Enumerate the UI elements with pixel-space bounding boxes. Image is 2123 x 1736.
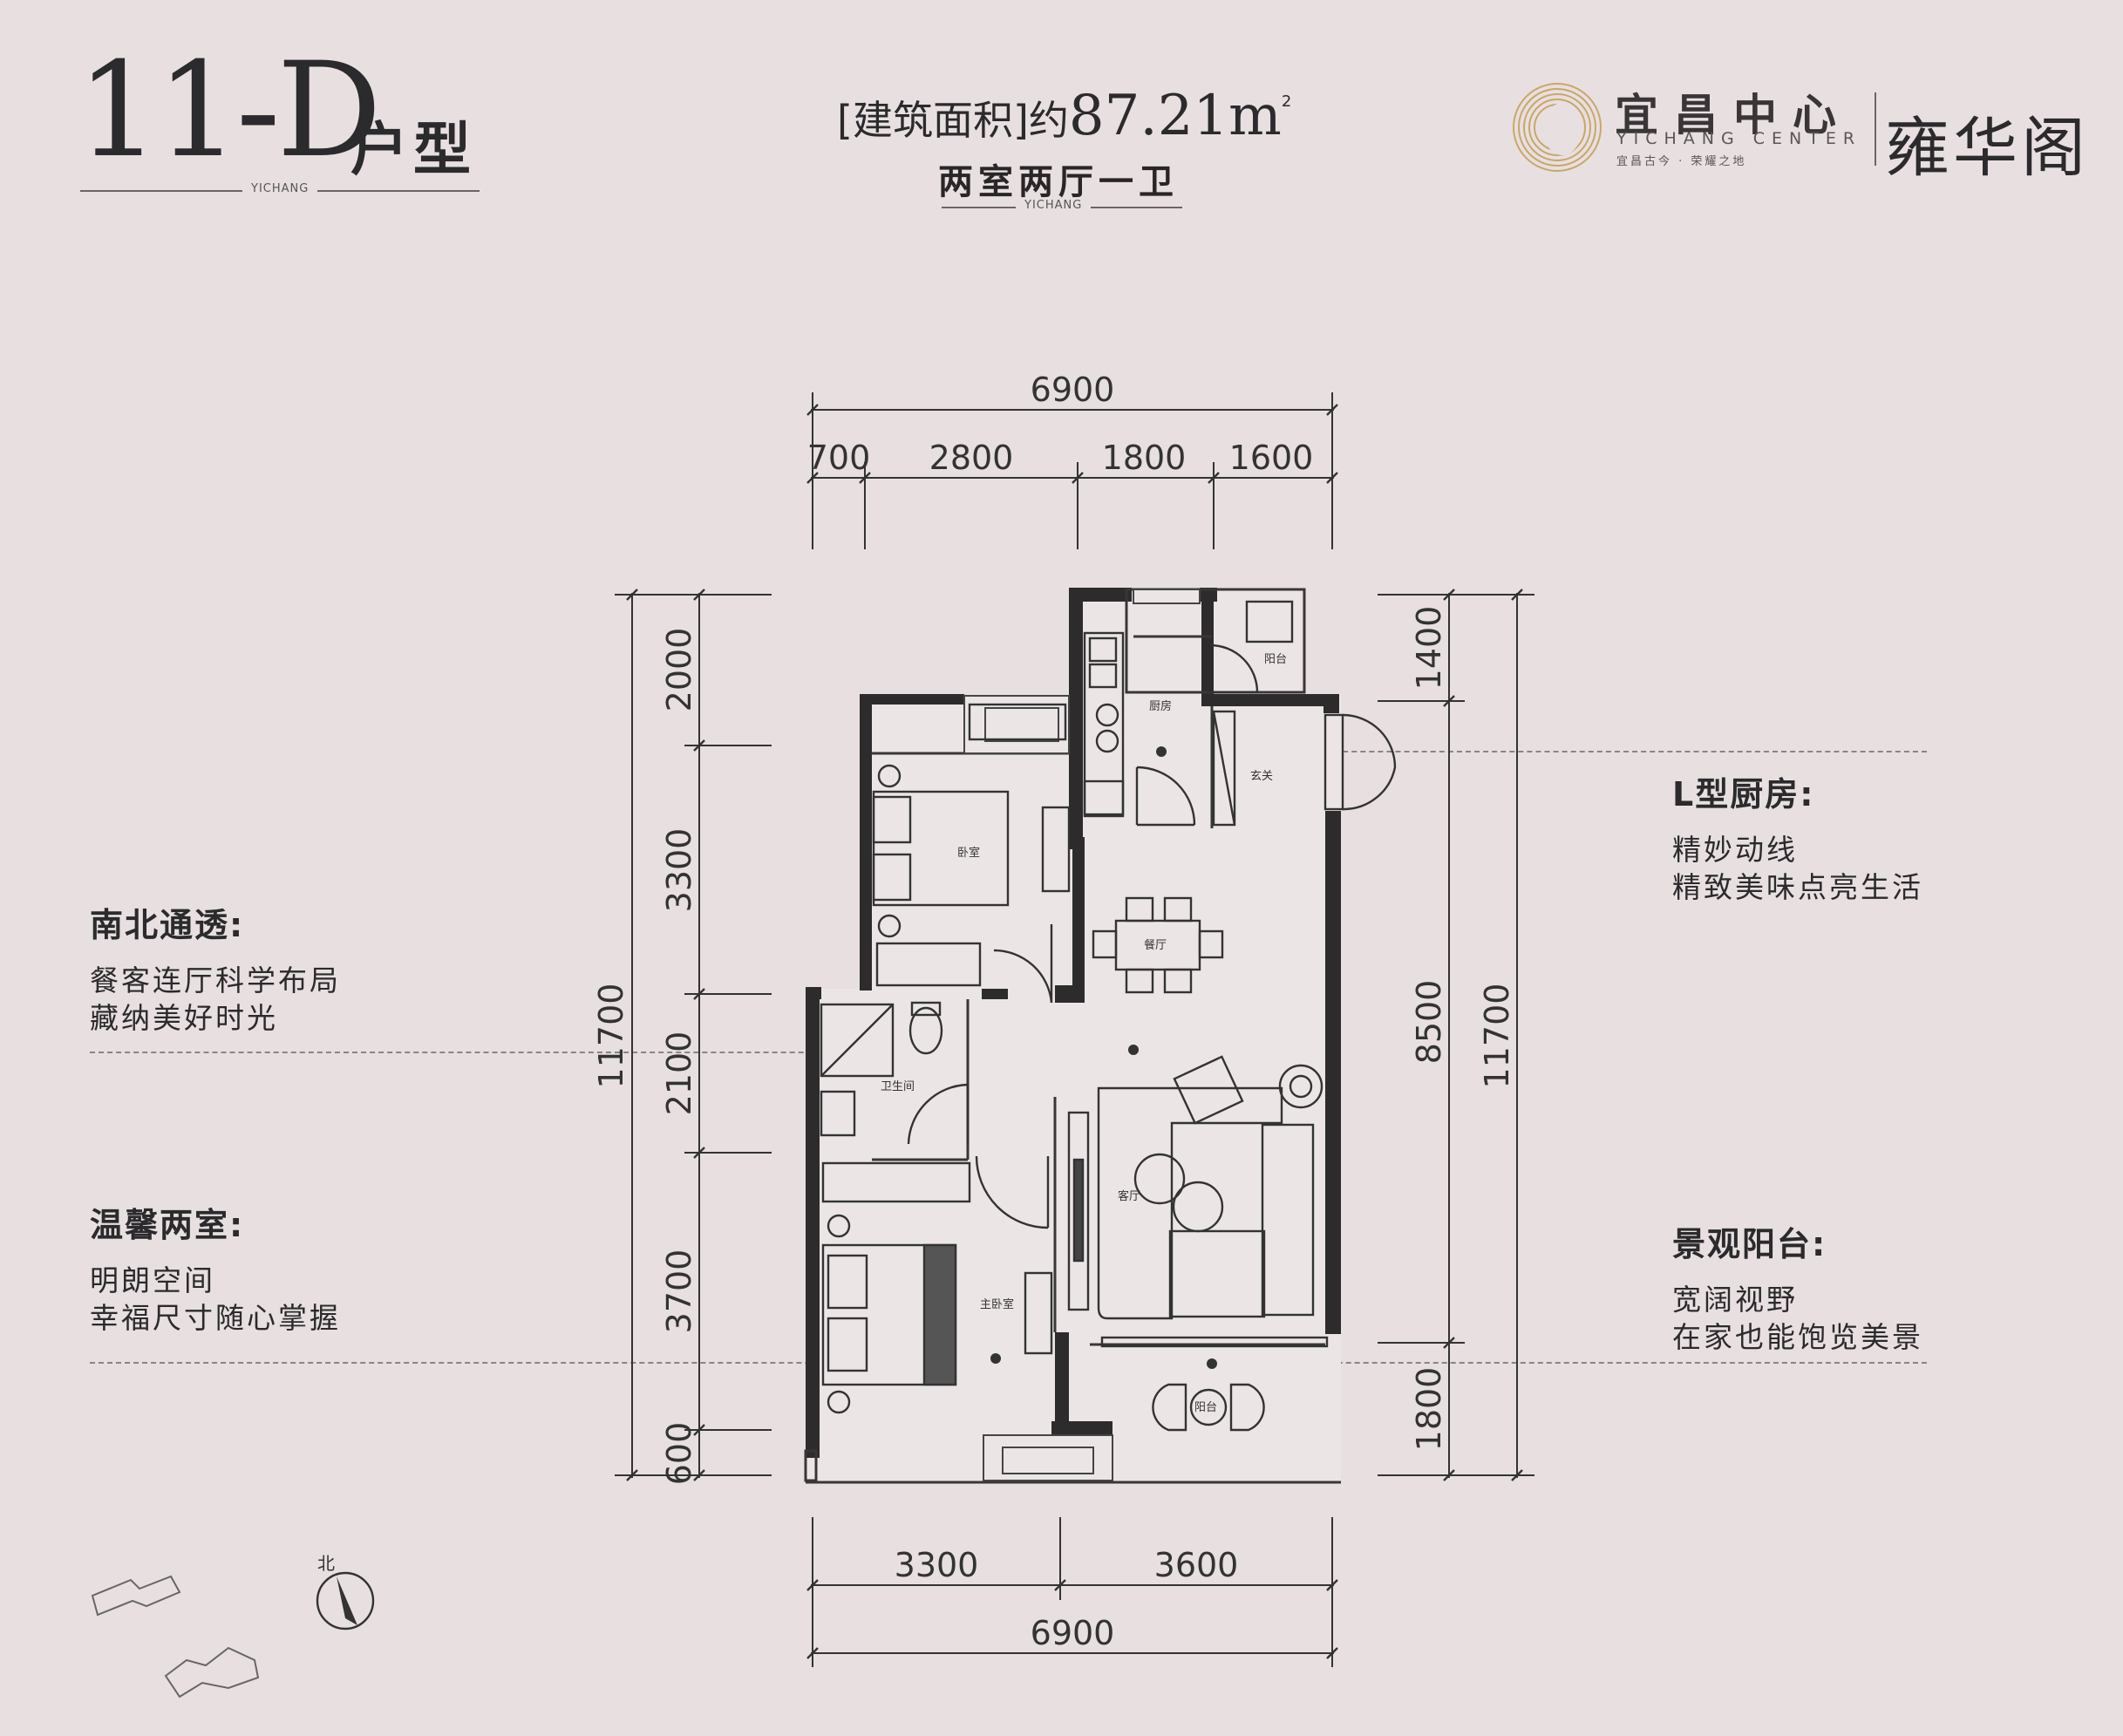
dim-top-seg-3: 1800 — [1102, 439, 1187, 477]
compass-label: 北 — [317, 1553, 335, 1574]
feature-title: 南北通透: — [90, 906, 245, 944]
room-balcony-small: 阳台 — [1264, 653, 1287, 666]
feature-line: 餐客连厅科学布局 — [90, 963, 341, 997]
layout-type: 两室两厅一卫 — [938, 162, 1179, 202]
project-name: 雍华阁 — [1885, 111, 2089, 186]
brand-divider — [1875, 92, 1876, 166]
room-kitchen: 厨房 — [1149, 699, 1172, 713]
brand-name-cn: 宜昌中心 — [1615, 90, 1852, 140]
dim-left-seg-5: 600 — [660, 1422, 698, 1486]
feature-line: 藏纳美好时光 — [90, 1001, 278, 1035]
feature-right-2: 景观阳台: 宽阔视野 在家也能饱览美景 — [1672, 1217, 1923, 1356]
balcony-furniture — [1100, 1336, 1329, 1432]
feature-left-1: 南北通透: 餐客连厅科学布局 藏纳美好时光 — [90, 898, 341, 1037]
feature-line: 精妙动线 — [1672, 833, 1798, 867]
site-key-plan-icon — [91, 1575, 260, 1699]
dim-top-total: 6900 — [1031, 371, 1115, 409]
feature-title: 温馨两室: — [90, 1206, 245, 1244]
feature-title: L型厨房: — [1672, 775, 1815, 814]
room-dining: 餐厅 — [1144, 938, 1167, 952]
dimension-labels: 6900 700 2800 1800 1600 3300 3600 6900 1… — [592, 371, 1516, 1652]
dim-top-seg-4: 1600 — [1229, 439, 1314, 477]
dim-right-seg-3: 1800 — [1410, 1367, 1448, 1452]
room-master-bedroom: 主卧室 — [980, 1297, 1014, 1311]
guide-line-living — [90, 1052, 1136, 1053]
dim-bottom-seg-2: 3600 — [1154, 1546, 1239, 1584]
feature-line: 在家也能饱览美景 — [1672, 1320, 1923, 1354]
dimension-ticks — [626, 404, 1523, 1659]
bathroom-fixtures — [820, 1001, 943, 1137]
bedroom-furniture — [872, 703, 1071, 987]
area-power: 2 — [1281, 92, 1292, 111]
unit-suffix: 户型 — [350, 116, 476, 183]
feature-title: 景观阳台: — [1672, 1225, 1827, 1263]
left-rule-tag: YICHANG — [242, 182, 318, 195]
unit-code: 11-D — [77, 35, 382, 187]
dim-bottom-total: 6900 — [1031, 1614, 1115, 1652]
brand-slogan: 宜昌古今 · 荣耀之地 — [1616, 155, 1747, 168]
feature-line: 幸福尺寸随心掌握 — [90, 1301, 341, 1335]
area-prefix: [建筑面积]约 — [837, 97, 1069, 144]
brand-logo-icon — [1513, 83, 1602, 172]
door-swings — [907, 643, 1397, 1229]
dim-right-seg-1: 1400 — [1410, 606, 1448, 691]
room-balcony: 阳台 — [1194, 1401, 1217, 1414]
dim-left-seg-4: 3700 — [660, 1249, 698, 1334]
dim-left-total: 11700 — [592, 984, 630, 1089]
room-labels: 厨房 阳台 玄关 卧室 餐厅 卫生间 客厅 主卧室 阳台 — [881, 653, 1287, 1414]
walls — [806, 588, 1341, 1458]
kitchen-fixtures — [1083, 600, 1294, 827]
living-furniture — [1067, 1055, 1323, 1320]
room-bathroom: 卫生间 — [881, 1080, 915, 1093]
room-living: 客厅 — [1118, 1189, 1140, 1203]
dim-right-total: 11700 — [1478, 984, 1516, 1089]
feature-left-2: 温馨两室: 明朗空间 幸福尺寸随心掌握 — [90, 1198, 341, 1337]
center-rule-tag: YICHANG — [1016, 199, 1092, 212]
feature-line: 明朗空间 — [90, 1263, 215, 1297]
dim-bottom-seg-1: 3300 — [895, 1546, 979, 1584]
room-entrance: 玄关 — [1250, 770, 1273, 783]
room-bedroom: 卧室 — [957, 846, 980, 860]
dim-top-seg-1: 700 — [807, 439, 871, 477]
room-markers — [990, 746, 1217, 1369]
brand-name-en: YICHANG CENTER — [1616, 129, 1862, 148]
dim-left-seg-3: 2100 — [660, 1031, 698, 1116]
feature-line: 宽阔视野 — [1672, 1283, 1798, 1317]
compass-icon: 北 — [316, 1553, 375, 1630]
master-bedroom-furniture — [821, 1161, 1053, 1414]
area-value: 87.21m — [1068, 84, 1282, 148]
feature-right-1: L型厨房: 精妙动线 精致美味点亮生活 — [1672, 767, 1923, 906]
dim-right-seg-2: 8500 — [1410, 980, 1448, 1065]
guide-line-kitchen — [1317, 751, 1927, 752]
dim-left-seg-2: 3300 — [660, 828, 698, 913]
dim-left-seg-1: 2000 — [660, 628, 698, 712]
feature-line: 精致美味点亮生活 — [1672, 870, 1923, 904]
dim-top-seg-2: 2800 — [929, 439, 1014, 477]
dining-furniture — [1092, 896, 1224, 994]
area-line: [建筑面积]约87.21m2 — [837, 84, 1291, 148]
